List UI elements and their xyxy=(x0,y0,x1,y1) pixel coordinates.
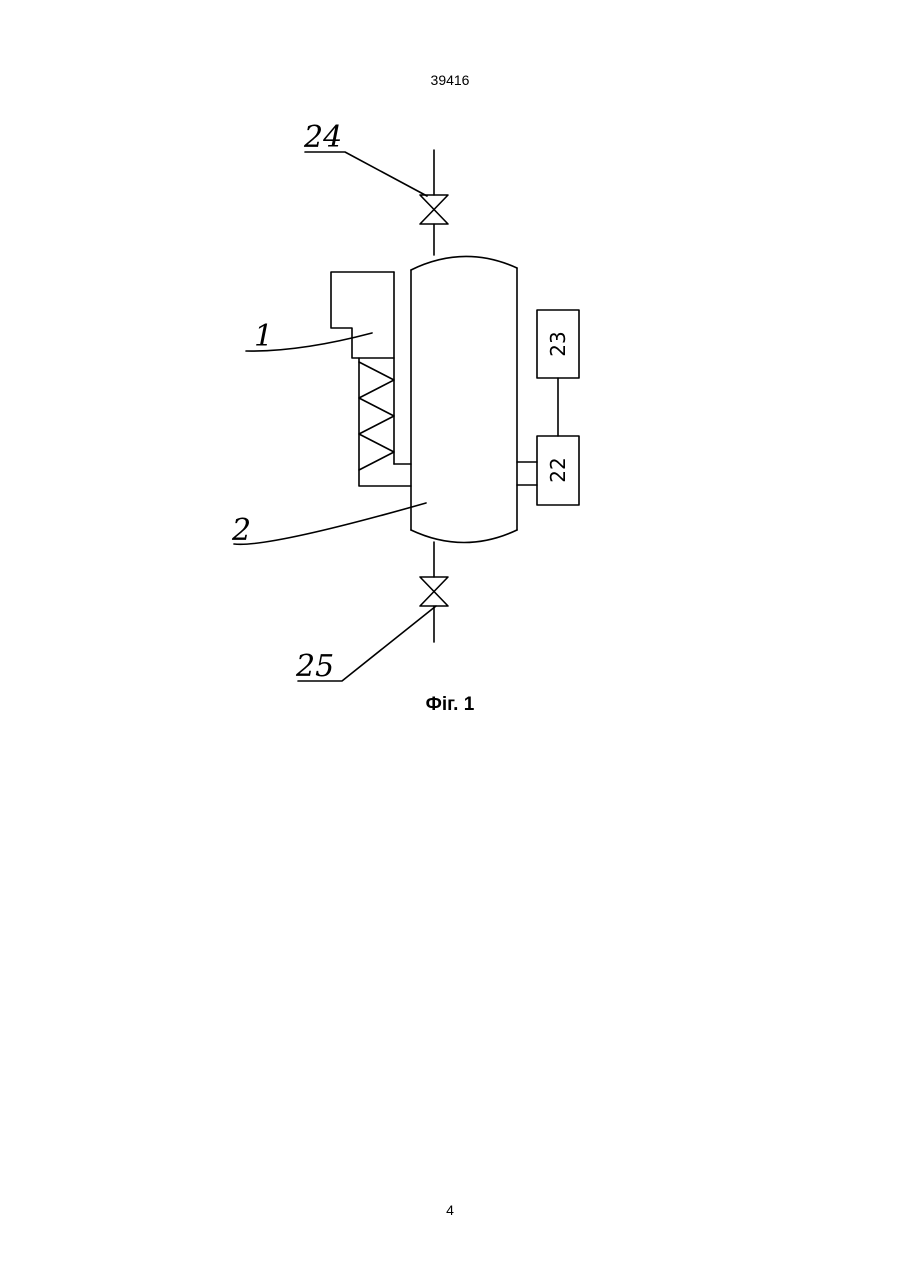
leader-2 xyxy=(234,503,426,544)
label-1: 1 xyxy=(254,319,273,354)
label-24: 24 xyxy=(303,120,342,155)
label-22: 22 xyxy=(546,457,570,482)
label-25: 25 xyxy=(295,649,334,684)
vessel-top-dome xyxy=(411,256,517,270)
vessel-bottom-dome xyxy=(411,530,517,543)
page-number: 4 xyxy=(0,1202,900,1218)
bottom-valve xyxy=(420,577,448,606)
heater-coil xyxy=(359,362,394,470)
label-23: 23 xyxy=(546,331,570,356)
figure-caption: Фіг. 1 xyxy=(0,694,900,716)
label-2: 2 xyxy=(231,513,251,548)
heater-housing xyxy=(331,272,394,358)
leader-24 xyxy=(305,152,427,196)
schematic-diagram: 24 1 2 25 22 23 xyxy=(0,0,900,760)
top-valve xyxy=(420,195,448,224)
